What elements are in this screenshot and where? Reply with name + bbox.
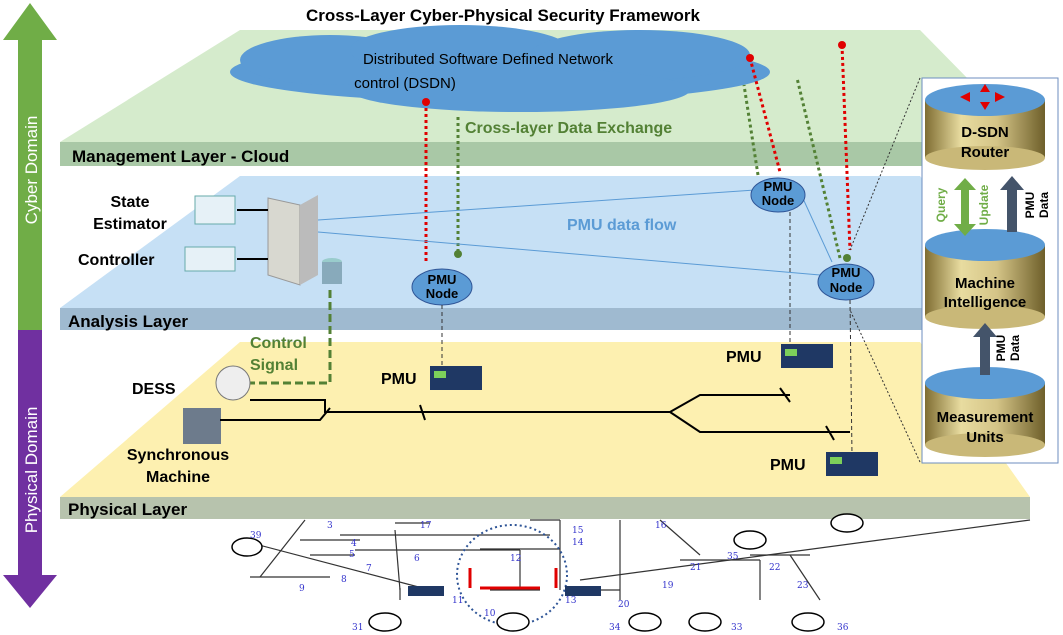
cyber-domain-label: Cyber Domain <box>22 116 41 225</box>
pmu-label-3: PMU <box>770 457 806 474</box>
generators <box>231 513 864 632</box>
control-signal-line <box>250 290 332 385</box>
controller-icon <box>184 246 236 272</box>
power-lines <box>220 387 850 441</box>
bus-label: 12 <box>510 554 521 564</box>
pmu-label-2: PMU <box>726 349 762 366</box>
server-icon <box>267 195 342 286</box>
update-label: Update <box>977 184 991 225</box>
cross-layer-label: Cross-layer Data Exchange <box>465 120 672 137</box>
bus-label: 9 <box>299 584 305 594</box>
bus-label: 5 <box>349 550 355 560</box>
bus-label: 33 <box>731 623 743 633</box>
red-dot <box>838 41 846 49</box>
bus-label: 21 <box>690 563 701 573</box>
query-update-arrow <box>954 178 976 236</box>
bus-label: 14 <box>572 538 584 548</box>
ieee-bus-diagram <box>239 519 1031 601</box>
bus-label: 10 <box>484 609 496 619</box>
zoom-guide-line <box>849 77 921 251</box>
bus-label: 8 <box>341 575 347 585</box>
pmu-data-label-upper: PMUData <box>1023 192 1051 219</box>
physical-domain-label: Physical Domain <box>22 407 41 534</box>
synchronous-machine-icon <box>183 408 221 444</box>
query-label: Query <box>934 187 948 222</box>
pmu-data-arrow-upper <box>1000 176 1024 232</box>
bus-number-labels: 39 3 17 16 15 14 45 7 8 9 6 12 11 10 13 20 31 34 33 36 35 22 2… <box>250 521 849 633</box>
pmu-device-3[interactable] <box>826 452 878 476</box>
protected-area <box>456 524 568 626</box>
bus-label: 35 <box>727 552 739 562</box>
red-dot <box>422 98 430 106</box>
bus-label: 11 <box>452 596 463 606</box>
green-dot <box>843 254 851 262</box>
bus-label: 20 <box>618 600 630 610</box>
bus-pmu-left <box>408 586 444 596</box>
diagram-title: Cross-Layer Cyber-Physical Security Fram… <box>306 6 701 25</box>
controller-label: Controller <box>78 252 154 269</box>
dsdn-cloud: Distributed Software Defined Network con… <box>230 25 770 112</box>
bus-label: 36 <box>837 623 849 633</box>
pmu-device-1[interactable] <box>430 366 482 390</box>
physical-layer-band <box>60 497 1030 519</box>
state-estimator-icon <box>194 195 236 225</box>
bus-label: 13 <box>565 596 577 606</box>
bus-label: 19 <box>662 581 674 591</box>
pmu-device-2[interactable] <box>781 344 833 368</box>
bus-label: 39 <box>250 531 262 541</box>
cloud-text-2: control (DSDN) <box>354 75 456 92</box>
cloud-text-1: Distributed Software Defined Network <box>363 51 614 68</box>
bus-label: 15 <box>572 526 584 536</box>
analysis-layer-label: Analysis Layer <box>68 312 188 331</box>
bus-label: 3 <box>327 521 333 531</box>
router-arrows-icon <box>960 84 1005 110</box>
management-layer-band <box>60 142 1030 166</box>
pmu-links <box>441 212 853 456</box>
pmu-data-flow-lines <box>317 189 833 276</box>
physical-layer-label: Physical Layer <box>68 500 187 519</box>
bus-pmu-right <box>565 586 601 596</box>
analysis-layer-band <box>60 308 1030 330</box>
bus-label: 23 <box>797 581 809 591</box>
pmu-data-flow-label: PMU data flow <box>567 217 677 234</box>
domain-arrow: Cyber Domain Physical Domain <box>3 3 57 608</box>
bus-label: 6 <box>414 554 420 564</box>
dess-label: DESS <box>132 381 176 398</box>
red-dot <box>746 54 754 62</box>
bus-label: 7 <box>366 564 372 574</box>
cross-layer-links <box>424 44 852 262</box>
bus-label: 22 <box>769 563 780 573</box>
management-layer-label: Management Layer - Cloud <box>72 147 289 166</box>
bus-label: 34 <box>609 623 621 633</box>
pmu-data-label-lower: PMUData <box>994 335 1022 362</box>
bus-label: 16 <box>655 521 667 531</box>
pmu-data-arrow-lower <box>973 323 997 375</box>
bus-label: 4 <box>351 539 357 549</box>
red-breakers <box>468 568 558 590</box>
dess-icon <box>215 365 251 401</box>
pmu-label-1: PMU <box>381 371 417 388</box>
green-dot <box>454 250 462 258</box>
bus-label: 17 <box>420 521 432 531</box>
physical-layer-plane <box>60 342 1030 497</box>
bus-label: 31 <box>352 623 363 633</box>
